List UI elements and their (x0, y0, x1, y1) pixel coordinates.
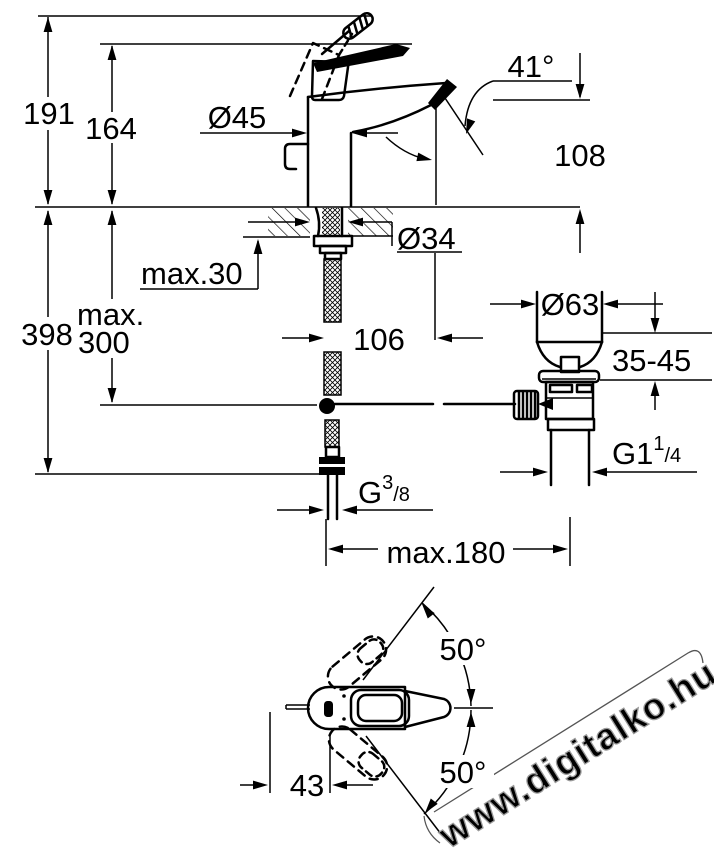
handle-lever (313, 44, 410, 72)
hose-connector-nut (319, 457, 345, 464)
faucet-side-view (283, 11, 457, 208)
supply-hose-upper (323, 258, 342, 323)
dimension-max30 (140, 239, 263, 290)
waste-funnel (535, 340, 604, 369)
supply-hose-mid (323, 351, 342, 396)
spout-top (306, 81, 448, 99)
dimension-35-45 (600, 292, 712, 410)
top-view-body (306, 685, 407, 731)
dimension-g-38 (277, 505, 433, 515)
label-50-lower: 50° (440, 755, 487, 790)
top-view-rod (285, 704, 310, 710)
dimension-191 (43, 17, 53, 205)
mounting-nut (312, 234, 354, 248)
label-191: 191 (23, 96, 75, 131)
waste-body (544, 380, 595, 421)
dimension-398 (35, 210, 320, 475)
waste-top-walls (535, 290, 604, 344)
dimension-dia45 (200, 128, 433, 165)
label-35-45: 35-45 (612, 343, 691, 378)
supply-thread-pipe (326, 473, 339, 521)
spout-position-upper-dashed (326, 635, 388, 691)
clamp-screw (538, 398, 553, 410)
dimension-dia34 (248, 217, 462, 253)
label-164: 164 (85, 111, 137, 146)
dimension-g1-14 (500, 467, 697, 477)
rod-ball-joint (319, 398, 335, 414)
supply-hose-lower (324, 419, 340, 448)
label-g-38: G3/8 (358, 472, 410, 510)
watermark-swoosh (433, 649, 704, 813)
dimension-43 (240, 712, 373, 793)
waste-pipe (549, 428, 591, 487)
label-max: max. (77, 297, 144, 332)
waste-set (512, 290, 604, 487)
label-g1-14: G11/4 (612, 433, 681, 471)
dimension-max300 (100, 210, 317, 406)
label-dia63: Ø63 (541, 287, 600, 322)
label-41deg: 41° (508, 49, 555, 84)
mounting-and-hose (312, 234, 517, 521)
label-50-upper: 50° (440, 632, 487, 667)
waste-tailpiece (546, 417, 596, 432)
watermark-text: www.digitalko.hu (431, 652, 714, 850)
label-106: 106 (353, 322, 405, 357)
dimension-106 (282, 333, 483, 343)
dimension-41deg (434, 80, 590, 340)
label-dia34: Ø34 (397, 221, 456, 256)
dimension-lines (35, 15, 712, 566)
label-max30: max.30 (141, 256, 243, 291)
dimension-108 (575, 53, 585, 253)
dimension-labels: 191 164 Ø45 41° 108 max.30 Ø34 398 max. … (19, 49, 691, 803)
label-108: 108 (554, 138, 606, 173)
top-view-handle (356, 693, 404, 723)
top-view-spout (403, 689, 452, 729)
label-398: 398 (21, 317, 73, 352)
dimension-164 (107, 45, 117, 205)
faucet-top-view (240, 586, 493, 835)
dimension-max180 (325, 517, 571, 566)
label-max180: max.180 (387, 535, 506, 570)
rod-clamp-knob (512, 389, 540, 421)
popup-rod-hook (283, 142, 310, 171)
spout-underside (351, 103, 433, 134)
label-dia45: Ø45 (208, 100, 267, 135)
label-300: 300 (78, 325, 130, 360)
spout-position-lower-dashed (327, 725, 389, 781)
label-43: 43 (290, 768, 324, 803)
top-view-logo-mark (324, 701, 333, 717)
